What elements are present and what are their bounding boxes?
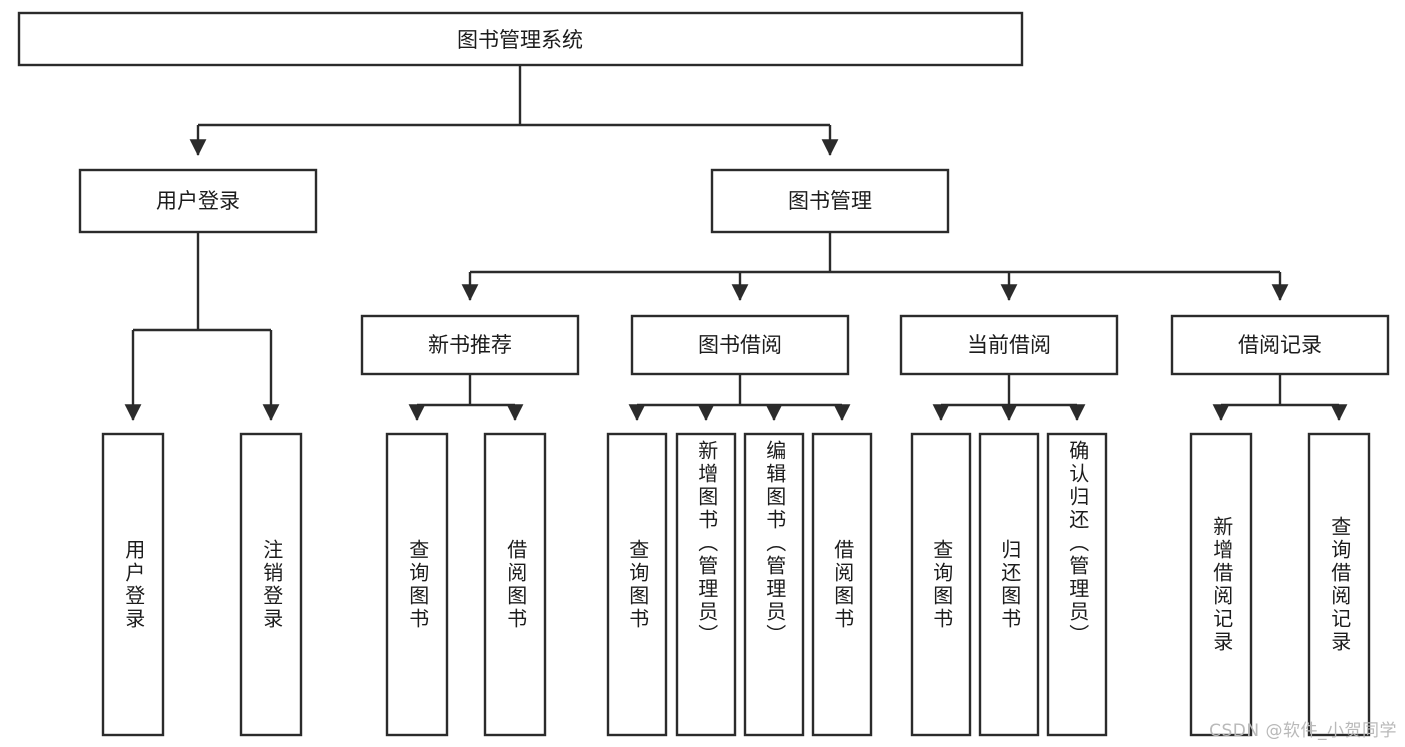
leaf-box-user-login-0[interactable]	[101, 432, 165, 737]
node-current-borrow[interactable]: 当前借阅	[899, 314, 1119, 376]
leaf-box-book-borrow-1[interactable]	[675, 432, 737, 737]
connector-book-borrow-bus	[628, 374, 851, 422]
node-book-manage-label: 图书管理	[788, 189, 872, 213]
leaf-box-user-login-1[interactable]	[239, 432, 303, 737]
node-new-book-recommend[interactable]: 新书推荐	[360, 314, 580, 376]
connector-new-book-recommend-bus	[408, 374, 524, 422]
leaf-box-book-borrow-2[interactable]	[743, 432, 805, 737]
connector-root-bus	[198, 65, 830, 127]
leaf-box-borrow-record-0[interactable]	[1189, 432, 1253, 737]
node-book-borrow-label: 图书借阅	[698, 333, 782, 357]
node-borrow-record-label: 借阅记录	[1238, 333, 1322, 357]
node-user-login-label: 用户登录	[156, 189, 240, 213]
node-user-login[interactable]: 用户登录	[78, 168, 318, 234]
leaf-box-new-book-0[interactable]	[385, 432, 449, 737]
node-book-manage[interactable]: 图书管理	[710, 168, 950, 234]
node-root-label: 图书管理系统	[457, 28, 583, 52]
node-new-book-recommend-label: 新书推荐	[428, 333, 512, 357]
leaf-box-current-borrow-2[interactable]	[1046, 432, 1108, 737]
connector-user-login-bus	[124, 232, 280, 422]
connector-borrow-record-bus	[1212, 374, 1348, 422]
leaf-box-new-book-1[interactable]	[483, 432, 547, 737]
node-borrow-record[interactable]: 借阅记录	[1170, 314, 1390, 376]
leaf-box-borrow-record-1[interactable]	[1307, 432, 1371, 737]
connector-current-borrow-bus	[932, 374, 1086, 422]
leaf-box-current-borrow-1[interactable]	[978, 432, 1040, 737]
node-current-borrow-label: 当前借阅	[967, 333, 1051, 357]
leaf-box-book-borrow-3[interactable]	[811, 432, 873, 737]
connector-book-manage-bus	[461, 232, 1289, 302]
leaf-box-book-borrow-0[interactable]	[606, 432, 668, 737]
node-root[interactable]: 图书管理系统	[17, 11, 1024, 67]
leaf-box-current-borrow-0[interactable]	[910, 432, 972, 737]
node-book-borrow[interactable]: 图书借阅	[630, 314, 850, 376]
watermark-text: CSDN @软件_小贺同学	[1209, 721, 1397, 741]
